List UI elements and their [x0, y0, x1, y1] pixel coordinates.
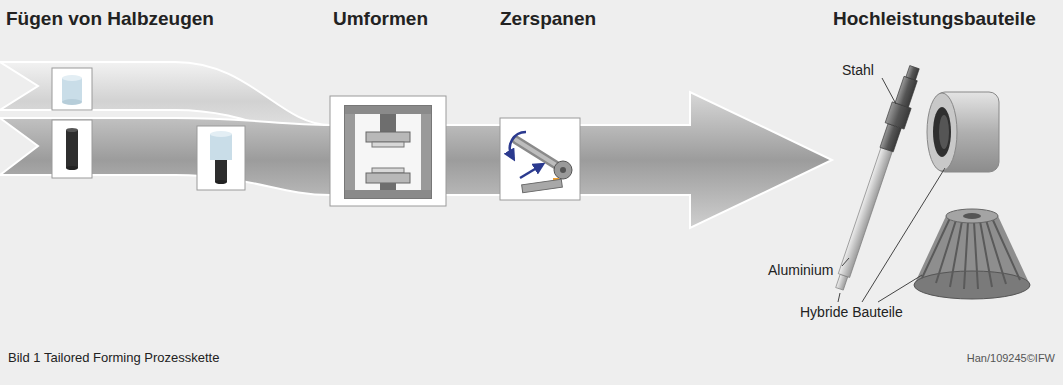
hybrid-shaft	[830, 64, 924, 292]
machining-icon	[500, 118, 580, 200]
stage-heading: Zerspanen	[500, 8, 596, 31]
hybrid-gear	[914, 209, 1030, 299]
credit-label: Han/109245©IFW	[967, 352, 1055, 365]
stage-heading: Hochleistungsbauteile	[833, 8, 1036, 31]
semi-finished-part	[52, 68, 92, 110]
stage-heading: Fügen von Halbzeugen	[6, 8, 214, 31]
part-label: Aluminium	[768, 262, 833, 279]
part-label: Stahl	[842, 62, 874, 79]
press-icon	[330, 96, 446, 206]
stage-heading: Umformen	[333, 8, 428, 31]
joined-part	[197, 126, 245, 190]
semi-finished-part	[52, 120, 92, 178]
hybrid-bushing	[927, 92, 999, 172]
figure-caption: Bild 1 Tailored Forming Prozesskette	[8, 350, 219, 366]
leader-line	[838, 78, 945, 302]
part-label: Hybride Bauteile	[800, 304, 903, 321]
process-arrow	[0, 92, 832, 228]
